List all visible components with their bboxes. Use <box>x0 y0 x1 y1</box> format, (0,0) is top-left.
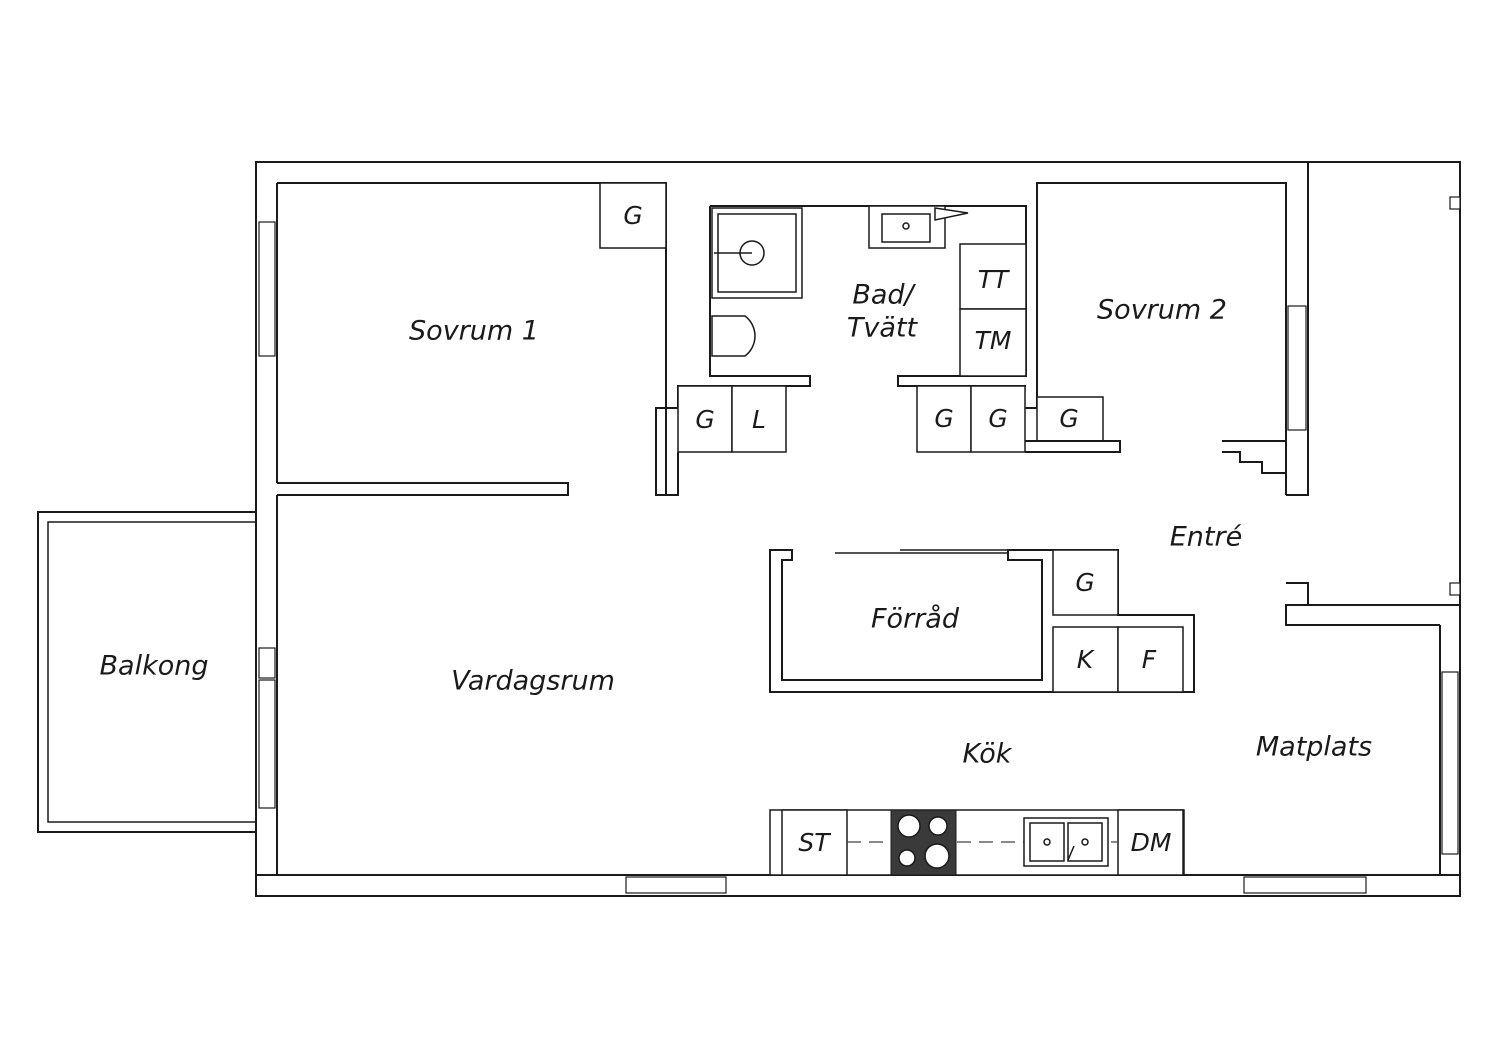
oven-label: ST <box>798 828 831 857</box>
room-label-balkong: Balkong <box>100 651 209 682</box>
linen-closet-label: L <box>752 405 766 434</box>
washer-label: TM <box>975 326 1012 355</box>
bathroom <box>655 205 1027 496</box>
room-label-sovrum-1: Sovrum 1 <box>409 316 539 347</box>
unit-labels: G G L G G G TT TM G K F ST DM <box>623 201 1171 857</box>
fridge-label: K <box>1077 645 1096 674</box>
room-label-bad: Bad/ <box>852 280 916 311</box>
hall-wardrobes <box>677 182 1287 495</box>
windows <box>258 196 1461 894</box>
room-label-matplats: Matplats <box>1256 732 1372 763</box>
room-labels: Sovrum 1 Sovrum 2 Bad/ Tvätt Entré Förrå… <box>100 280 1373 770</box>
kitchen-counter <box>769 809 1185 876</box>
outer-walls <box>255 161 1461 897</box>
room-label-kok: Kök <box>963 739 1013 770</box>
room-label-tvatt: Tvätt <box>847 313 919 344</box>
bedroom-1-walls <box>277 182 667 496</box>
room-label-sovrum-2: Sovrum 2 <box>1097 295 1227 326</box>
dishwasher-label: DM <box>1131 828 1172 857</box>
balcony <box>37 511 257 833</box>
entrance-walls <box>1285 582 1440 626</box>
room-label-vardagsrum: Vardagsrum <box>451 666 615 697</box>
wardrobe-label: G <box>1075 568 1094 597</box>
wardrobe-label: G <box>934 404 953 433</box>
room-label-entre: Entré <box>1170 522 1242 553</box>
room-label-forrad: Förråd <box>871 604 960 635</box>
wardrobe-label: G <box>623 201 642 230</box>
wardrobe-label: G <box>1059 404 1078 433</box>
wardrobe-label: G <box>695 405 714 434</box>
freezer-label: F <box>1142 645 1157 674</box>
storage-block <box>769 549 1195 693</box>
dryer-label: TT <box>978 265 1010 294</box>
wardrobe-label: G <box>988 404 1007 433</box>
